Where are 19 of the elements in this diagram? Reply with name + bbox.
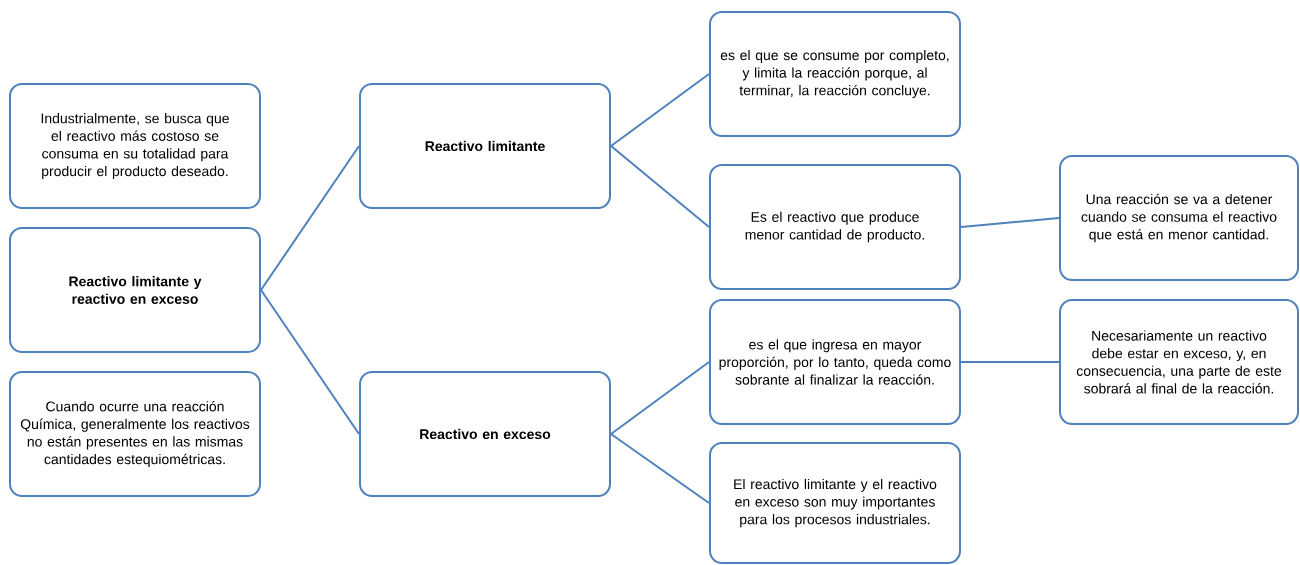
text-box: El reactivo limitante y el reactivo en exceso son muy importantes para los procesos industriales. bbox=[709, 442, 961, 564]
text-box: es el que se consume por completo, y limita la reacción porque, al terminar, la reacción concluye. bbox=[709, 11, 961, 137]
text-box: Reactivo en exceso bbox=[359, 371, 611, 497]
connector-line bbox=[260, 145, 360, 291]
connector-line bbox=[960, 217, 1060, 228]
text-box: Es el reactivo que produce menor cantidad de producto. bbox=[709, 164, 961, 290]
connector-line bbox=[610, 73, 710, 147]
text-box: Industrialmente, se busca que el reactivo más costoso se consuma en su totalidad para producir el producto deseado. bbox=[9, 83, 261, 209]
connector-line bbox=[610, 145, 710, 228]
connector-line bbox=[960, 361, 1060, 363]
text-box: Necesariamente un reactivo debe estar en exceso, y, en consecuencia, una parte de este sobrará al final de la reacción. bbox=[1059, 299, 1299, 425]
text-box: es el que ingresa en mayor proporción, por lo tanto, queda como sobrante al finalizar la reacción. bbox=[709, 299, 961, 425]
connector-line bbox=[610, 433, 710, 504]
text-box: Cuando ocurre una reacción Química, generalmente los reactivos no están presentes en las mismas cantidades estequiométricas. bbox=[9, 371, 261, 497]
text-box: Reactivo limitante bbox=[359, 83, 611, 209]
text-box: Reactivo limitante y reactivo en exceso bbox=[9, 227, 261, 353]
connector-line bbox=[260, 289, 360, 435]
text-box: Una reacción se va a detener cuando se consuma el reactivo que está en menor cantidad. bbox=[1059, 155, 1299, 281]
connector-line bbox=[610, 361, 710, 435]
